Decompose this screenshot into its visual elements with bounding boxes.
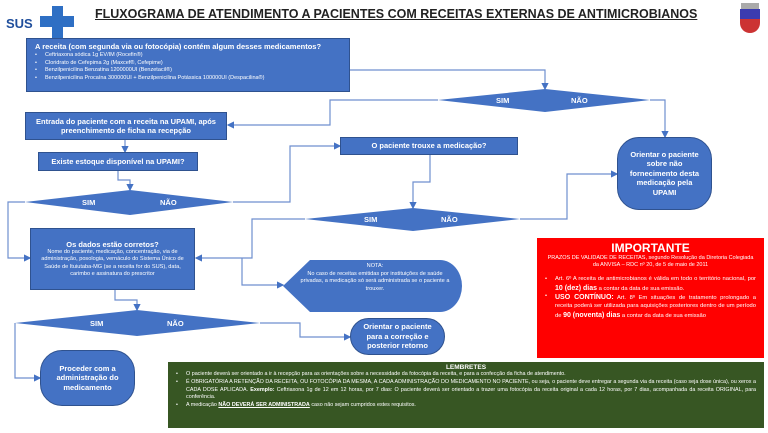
arrow-trouxe-to-decision3	[409, 155, 431, 210]
arrow-decision1-no	[650, 99, 669, 139]
arrow-estoque-to-decision2	[117, 171, 134, 192]
decision2-yes-label: SIM	[82, 198, 96, 207]
decision3-diamond	[305, 208, 520, 231]
medication-item: Ceftriaxona sódica 1g EV/IM (Rocefin®)	[35, 52, 264, 60]
decision2-diamond	[25, 190, 233, 215]
coat-of-arms-icon	[737, 3, 763, 35]
decision2-no-label: NÃO	[160, 198, 177, 207]
medication-item: Benzilpenicilina Procaína 300000UI + Ben…	[35, 75, 264, 83]
lembrete-item: É OBRIGATÓRIA A RETENÇÃO DA RECEITA, OU …	[176, 379, 756, 402]
arrow-decision4-no	[260, 322, 352, 341]
importante-box: IMPORTANTE PRAZOS DE VALIDADE DE RECEITA…	[537, 238, 764, 358]
page-title: FLUXOGRAMA DE ATENDIMENTO A PACIENTES CO…	[95, 7, 698, 21]
decision1-diamond	[438, 89, 650, 112]
orientar-nao-fornecimento: Orientar o paciente sobre não fornecimen…	[617, 137, 712, 210]
decision4-diamond	[15, 310, 260, 336]
importante-item-uso-continuo: USO CONTÍNUO: Art. 8º Em situações de tr…	[545, 293, 756, 320]
arrow-decision1-yes	[226, 99, 438, 129]
decision1-yes-label: SIM	[496, 96, 510, 105]
arrow-decision2-yes	[7, 201, 32, 262]
lembrete-item: O paciente deverá ser orientado a ir à r…	[176, 371, 756, 379]
estoque-box: Existe estoque disponível na UPAMI?	[38, 152, 198, 171]
importante-item-validade: Art. 6º A receita de antimicrobianos é v…	[545, 276, 756, 294]
trouxe-box: O paciente trouxe a medicação?	[340, 137, 518, 155]
orientar-correcao: Orientar o paciente para a correção e po…	[350, 318, 445, 355]
arrow-decision3-yes	[194, 218, 305, 262]
lembrete-item: A medicação NÃO DEVERÁ SER ADMINISTRADA …	[176, 402, 756, 410]
sus-logo: SUS	[6, 6, 76, 38]
medication-item: Cloridrato de Cefepima 2g (Maxcef®, Cefe…	[35, 60, 264, 68]
decision1-no-label: NÃO	[571, 96, 588, 105]
decision4-no-label: NÃO	[167, 319, 184, 328]
entrada-box: Entrada do paciente com a receita na UPA…	[25, 112, 227, 140]
arrow-decision4-yes	[14, 323, 42, 382]
start-question-box: A receita (com segunda via ou fotocópia)…	[26, 38, 350, 92]
arrow-decision2-no	[233, 142, 342, 203]
decision3-yes-label: SIM	[364, 215, 378, 224]
dados-box: Os dados estão corretos? Nome do pacient…	[30, 228, 195, 290]
arrow-dados-to-nota	[241, 258, 285, 289]
nota-text: NOTA: No caso de receitas emitidas por i…	[300, 263, 450, 292]
arrow-dados-to-decision4	[114, 290, 141, 312]
decision4-yes-label: SIM	[90, 319, 104, 328]
arrow-decision3-no	[520, 170, 619, 220]
nota-shape	[283, 260, 462, 312]
proceder-box: Proceder com a administração do medicame…	[40, 350, 135, 406]
decision3-no-label: NÃO	[441, 215, 458, 224]
medication-item: Benzilpenicilina Benzatina 1200000UI (Be…	[35, 67, 264, 75]
arrow-start-to-decision1	[350, 69, 549, 91]
lembretes-box: LEMBRETES O paciente deverá ser orientad…	[168, 362, 764, 428]
